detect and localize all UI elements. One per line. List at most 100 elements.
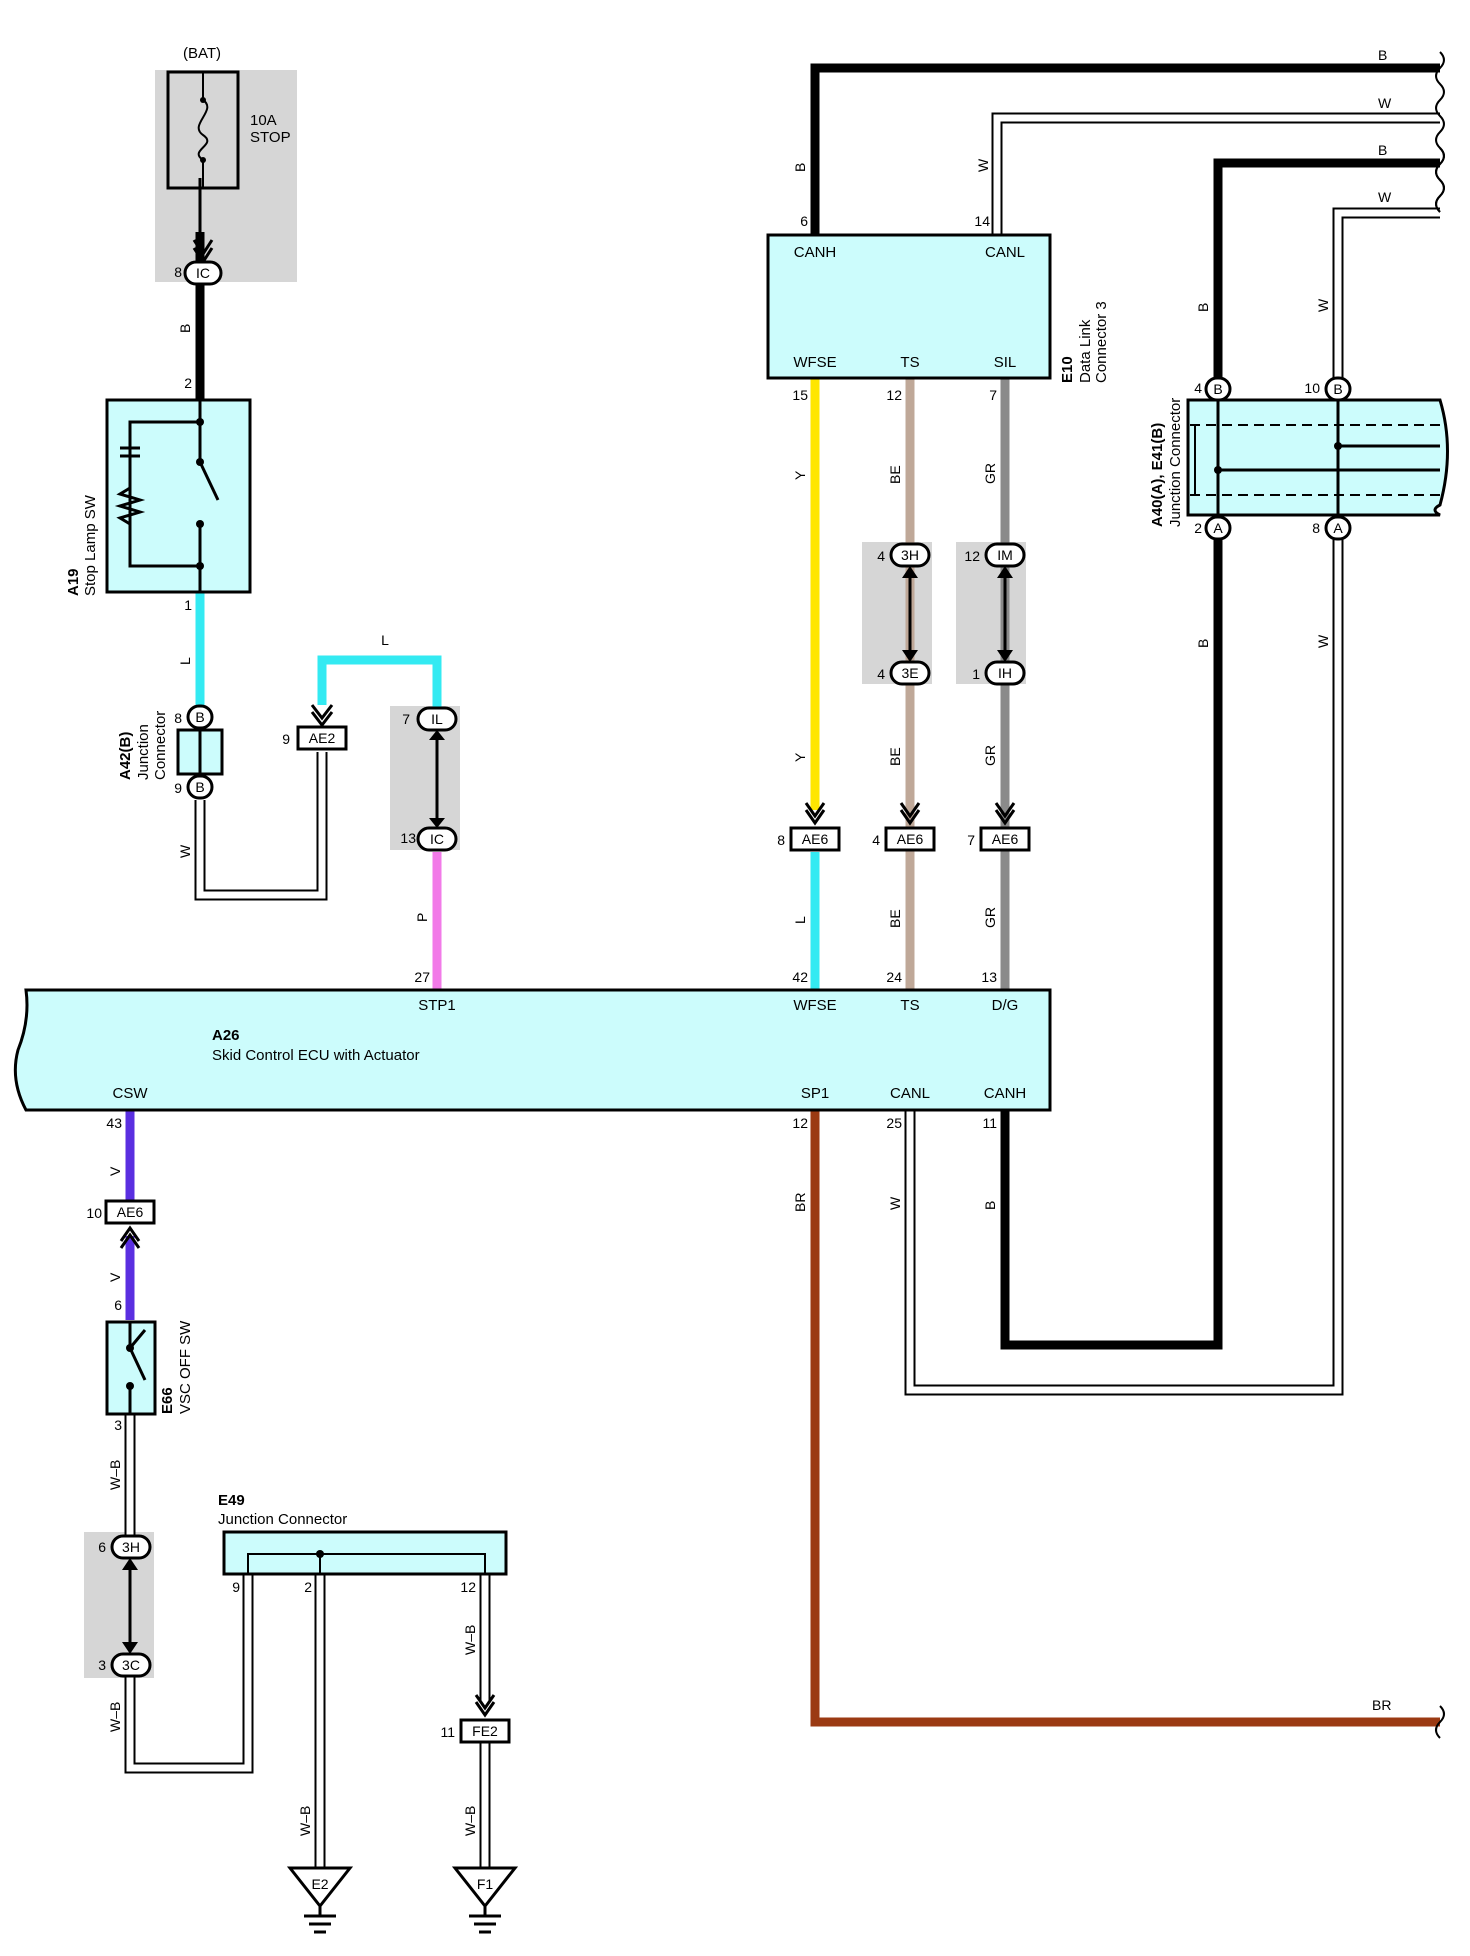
connector-ih <box>984 660 1026 686</box>
arrow-down-icon-ae6-be <box>899 802 921 826</box>
pin-il: 7 <box>402 711 410 727</box>
pin-ic-mid: 13 <box>400 830 416 846</box>
pin-a26-canh: 11 <box>982 1115 997 1131</box>
wire-label-l-wfse: L <box>792 916 808 924</box>
fuse-shade <box>155 70 297 282</box>
connector-ae6-be-label: AE6 <box>897 831 924 847</box>
a26-skid-control-ecu <box>13 988 1052 1112</box>
wire-label-br-right: BR <box>1372 1697 1391 1713</box>
power-source-label: (BAT) <box>183 45 221 62</box>
pin-a40-b2: 10 <box>1304 380 1320 396</box>
a26-terminal-wfse: WFSE <box>793 997 836 1014</box>
pin-a40-a2: 8 <box>1312 520 1320 536</box>
connector-3c-label: 3C <box>122 1657 140 1673</box>
e10-name-line2: Connector 3 <box>1093 301 1110 383</box>
wire-label-wb3: W–B <box>462 1625 478 1655</box>
a26-name: Skid Control ECU with Actuator <box>212 1047 420 1064</box>
wire-label-w-right1: W <box>1378 95 1392 111</box>
a26-terminal-canl: CANL <box>890 1085 930 1102</box>
wire-label-gr2: GR <box>982 745 998 766</box>
e49-code: E49 <box>218 1492 245 1509</box>
wire-label-br-sp1: BR <box>792 1193 808 1212</box>
a42-name-line1: Junction <box>135 724 152 780</box>
e10-terminal-ts: TS <box>900 354 919 371</box>
arrow-down-icon-ae6-gr <box>994 802 1016 826</box>
pin-a26-wfse: 42 <box>792 969 808 985</box>
a26-code: A26 <box>212 1027 240 1044</box>
connector-ic-top <box>183 260 223 286</box>
pin-a26-ts: 24 <box>886 969 902 985</box>
a26-terminal-canh: CANH <box>984 1085 1027 1102</box>
e10-terminal-wfse: WFSE <box>793 354 836 371</box>
connector-fe2 <box>459 1718 511 1744</box>
wire-b-canh <box>1000 530 1223 1350</box>
connector-il-label: IL <box>431 711 443 727</box>
connector-ae6-gr-label: AE6 <box>992 831 1019 847</box>
e10-terminal-canh: CANH <box>794 244 837 261</box>
pin-a26-sp1: 12 <box>792 1115 808 1131</box>
connector-ae6-gr <box>979 826 1031 852</box>
arrow-down-icon-ae2 <box>310 704 334 728</box>
connector-a42-b-top-label: B <box>195 709 204 725</box>
connector-3e <box>889 660 931 686</box>
wire-label-b-jc-top: B <box>1195 303 1211 312</box>
wire-label-w-e10: W <box>975 158 991 172</box>
ground-e2-label: E2 <box>311 1876 328 1892</box>
fuse-name: STOP <box>250 129 291 146</box>
fuse-icon <box>197 99 209 161</box>
pin-a19-bot: 1 <box>184 597 192 613</box>
a26-terminal-ts: TS <box>900 997 919 1014</box>
connector-ic-mid-label: IC <box>430 831 444 847</box>
wire-label-gr1: GR <box>982 463 998 484</box>
wire-label-w-right2: W <box>1378 189 1392 205</box>
wire-label-wb-e2: W–B <box>297 1806 313 1836</box>
ground-icon-e2 <box>286 1866 354 1934</box>
wire-label-l-a19: L <box>177 657 193 665</box>
pin-e49-12: 12 <box>460 1579 476 1595</box>
pin-3e: 4 <box>877 666 885 682</box>
a42-name-line2: Connector <box>152 711 169 780</box>
wire-label-b-right2: B <box>1378 142 1387 158</box>
pin-e66-bot: 3 <box>114 1417 122 1433</box>
connector-3h-bot <box>110 1534 152 1560</box>
pin-ae6-be: 4 <box>872 832 880 848</box>
connector-a40-a1-label: A <box>1213 520 1223 536</box>
connector-3h-bot-label: 3H <box>122 1539 140 1555</box>
pin-a40-a1: 2 <box>1194 520 1202 536</box>
wire-label-p-stp: P <box>414 913 430 922</box>
pin-ic-top: 8 <box>174 264 182 280</box>
wire-label-w-jc-top: W <box>1315 298 1331 312</box>
connector-a40-b2-label: B <box>1333 381 1342 397</box>
connector-ic-mid <box>416 826 458 852</box>
connector-a40-b2 <box>1324 376 1352 402</box>
pin-a26-stp1: 27 <box>414 969 430 985</box>
a26-terminal-stp1: STP1 <box>418 997 456 1014</box>
arrow-down-icon-ae6-y <box>804 802 826 826</box>
wire-label-wb-f1: W–B <box>462 1806 478 1836</box>
pin-a40-b1: 4 <box>1194 380 1202 396</box>
pin-e66-top: 6 <box>114 1297 122 1313</box>
wire-label-b-top-left: B <box>177 324 193 333</box>
e10-terminal-canl: CANL <box>985 244 1025 261</box>
e66-name: VSC OFF SW <box>177 1320 194 1414</box>
wire-label-b-canh: B <box>982 1201 998 1210</box>
wire-w-jc-top <box>1332 207 1440 382</box>
pin-e10-sil: 7 <box>989 387 997 403</box>
pin-e49-2: 2 <box>304 1579 312 1595</box>
a40-name: Junction Connector <box>1167 398 1184 527</box>
connector-3c <box>110 1652 152 1678</box>
wire-label-b-jc-bot: B <box>1195 639 1211 648</box>
wire-l-loop <box>317 655 442 712</box>
connector-a40-b1 <box>1204 376 1232 402</box>
connector-a40-a2-label: A <box>1333 520 1343 536</box>
connector-3e-label: 3E <box>901 665 918 681</box>
connector-a42-b-bot-label: B <box>195 779 204 795</box>
fuse-amp: 10A <box>250 112 277 129</box>
pin-im: 12 <box>964 548 980 564</box>
wire-label-w-canl: W <box>887 1196 903 1210</box>
a19-code: A19 <box>65 568 82 596</box>
connector-ih-label: IH <box>998 665 1012 681</box>
pin-e10-ts: 12 <box>886 387 902 403</box>
connector-ae6-v <box>104 1199 156 1225</box>
connector-fe2-label: FE2 <box>472 1723 498 1739</box>
